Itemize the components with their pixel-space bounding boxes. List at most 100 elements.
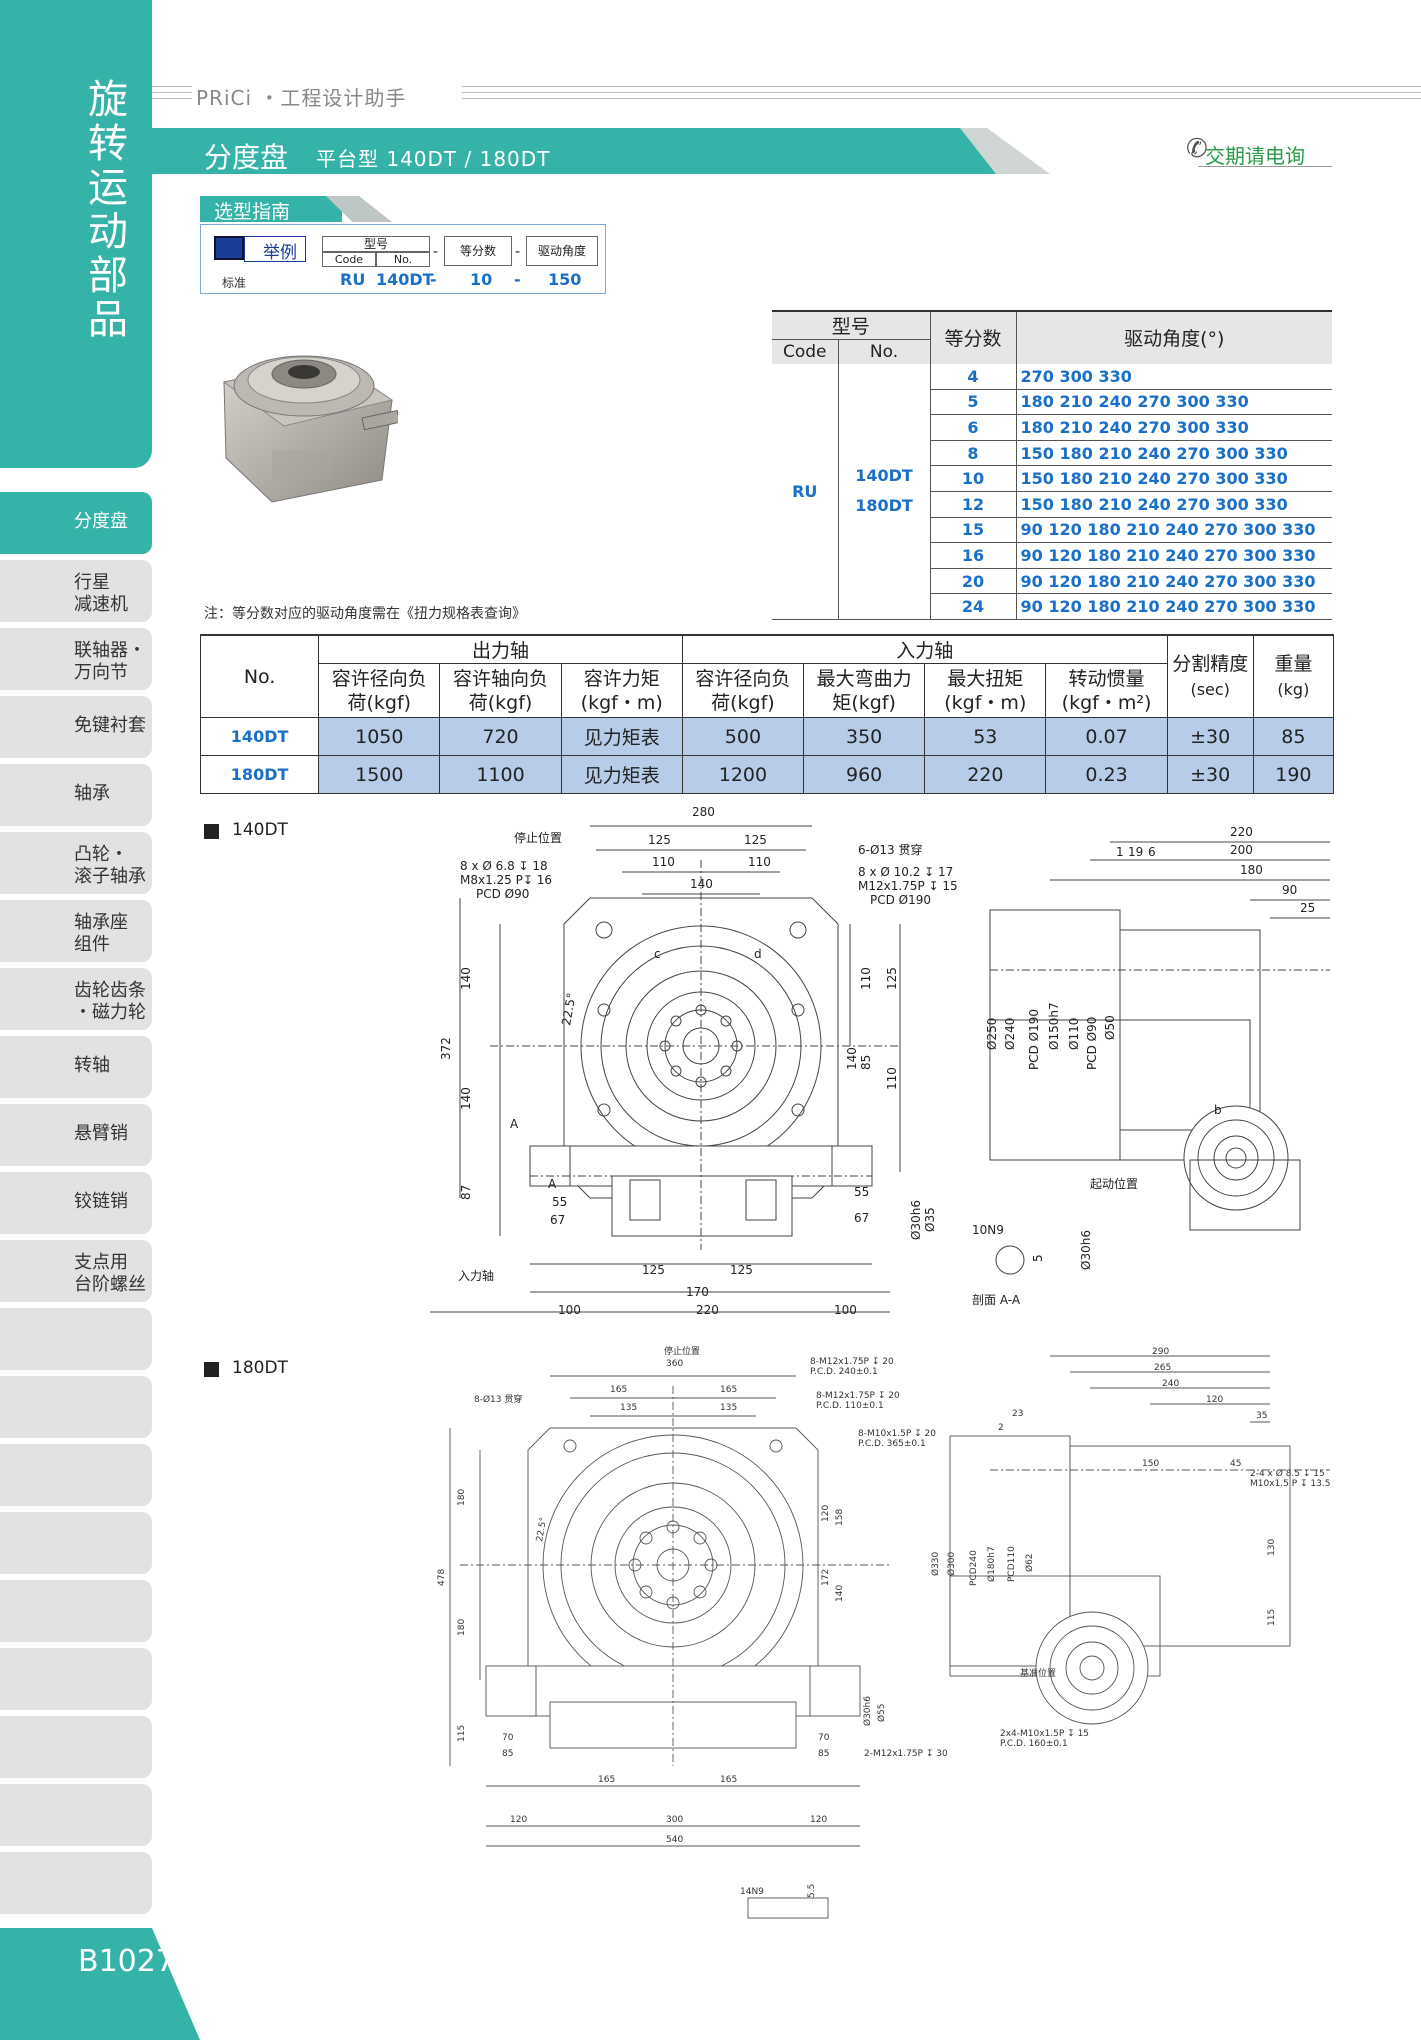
drawing-note: 2-M12x1.75P ↧ 30 — [864, 1749, 948, 1759]
phone-icon: ✆ — [1186, 134, 1208, 164]
dim-label: Ø330 — [930, 1551, 941, 1576]
sidebar-item-cantilever-pin[interactable]: 悬臂销 — [0, 1104, 152, 1166]
dim-label: 120 — [810, 1815, 827, 1825]
standard-label: 标准 — [222, 276, 247, 290]
spec-angles: 90 120 180 210 240 270 300 330 — [1016, 593, 1332, 620]
guide-angle-label: 驱动角度 — [526, 236, 598, 266]
sidebar-item-coupling[interactable]: 联轴器・ 万向节 — [0, 628, 152, 690]
perf-header-input: 入力轴 — [681, 634, 1168, 664]
spec-models-cell: 140DT 180DT — [838, 363, 931, 620]
dim-label: 170 — [686, 1285, 709, 1299]
perf-col-header: 转动惯量(kgf・m²) — [1045, 663, 1168, 718]
dim-label: 14N9 — [740, 1887, 764, 1897]
perf-cell: 1100 — [439, 755, 562, 794]
drawing-note: P.C.D. 365±0.1 — [858, 1439, 926, 1449]
selection-guide-tab: 选型指南 — [200, 196, 342, 223]
dim-label: 140 — [459, 967, 473, 990]
sidebar-item-empty — [0, 1716, 152, 1778]
sidebar-item-empty — [0, 1444, 152, 1506]
dim-label: 87 — [459, 1185, 473, 1200]
dim-label: 67 — [854, 1211, 869, 1225]
dim-label: 165 — [720, 1775, 737, 1785]
perf-cell: 0.07 — [1045, 717, 1168, 756]
page-number: B1027 — [78, 1944, 175, 1979]
title-char: 旋 — [88, 77, 128, 123]
sidebar-item-shoulder-screw[interactable]: 支点用 台阶螺丝 — [0, 1240, 152, 1302]
dim-label: 280 — [692, 805, 715, 819]
spec-div: 5 — [930, 389, 1017, 416]
drawing-note: c — [654, 947, 661, 961]
spec-angles: 150 180 210 240 270 300 330 — [1016, 465, 1332, 492]
sidebar-item-label: 凸轮・ — [74, 844, 128, 865]
header-rule — [462, 98, 1421, 99]
delivery-note: 交期请电询 — [1205, 144, 1305, 168]
dim-label: 45 — [1230, 1459, 1241, 1469]
title-char: 品 — [88, 297, 128, 343]
sidebar-item-label: 联轴器・ — [74, 640, 146, 661]
perf-cell: 见力矩表 — [560, 755, 683, 794]
dim-label: 180 — [457, 1619, 467, 1636]
drawing-note: 停止位置 — [514, 830, 562, 845]
perf-cell: 220 — [924, 755, 1047, 794]
sidebar-item-cam-follower[interactable]: 凸轮・ 滚子轴承 — [0, 832, 152, 894]
side-view-180dt — [949, 1355, 1330, 1725]
sidebar-item-hinge-pin[interactable]: 铰链销 — [0, 1172, 152, 1234]
perf-col-unit: 荷(kgf) — [468, 691, 533, 714]
sidebar-item-bearing-housing[interactable]: 轴承座 组件 — [0, 900, 152, 962]
drawing-note: M10x1.5 P ↧ 13.5 — [1250, 1479, 1330, 1489]
dim-label: Ø62 — [1024, 1553, 1035, 1572]
spec-angles: 180 210 240 270 300 330 — [1016, 414, 1332, 441]
dim-label: 5.5 — [807, 1884, 817, 1898]
dim-label: Ø300 — [946, 1551, 957, 1576]
spec-angles: 150 180 210 240 270 300 330 — [1016, 440, 1332, 467]
spec-angles: 270 300 330 — [1016, 363, 1332, 390]
perf-col-header: 容许径向负荷(kgf) — [318, 663, 441, 718]
dim-label: 120 — [821, 1505, 831, 1522]
dim-label: 85 — [818, 1749, 829, 1759]
header-rule — [152, 92, 192, 93]
sidebar-item-label: ・磁力轮 — [74, 1002, 146, 1023]
sidebar-item-label: 万向节 — [74, 662, 128, 683]
page-title: 分度盘 — [204, 141, 289, 174]
sidebar-item-empty — [0, 1852, 152, 1914]
perf-col-unit: 荷(kgf) — [347, 691, 412, 714]
perf-cell: 960 — [803, 755, 926, 794]
dim-label: 67 — [550, 1213, 565, 1227]
drawing-note: 6-Ø13 贯穿 — [858, 842, 923, 857]
sidebar-item-planetary-reducer[interactable]: 行星 减速机 — [0, 560, 152, 622]
perf-header-output: 出力轴 — [318, 634, 683, 664]
dim-label: 265 — [1154, 1363, 1171, 1373]
perf-col-unit: 荷(kgf) — [711, 691, 775, 714]
sidebar-category-banner — [0, 0, 152, 468]
dim-label: 1 — [1116, 845, 1124, 859]
perf-cell: 1050 — [318, 717, 441, 756]
sidebar-item-label: 转轴 — [74, 1055, 110, 1076]
sidebar-item-gear-rack[interactable]: 齿轮齿条 ・磁力轮 — [0, 968, 152, 1030]
perf-cell: 500 — [681, 717, 805, 756]
drawing-note: 8 x Ø 10.2 ↧ 17 — [858, 865, 953, 879]
dim-label: 6 — [1148, 845, 1156, 859]
drawing-note: 8-M10x1.5P ↧ 20 — [858, 1429, 936, 1439]
title-char: 运 — [88, 165, 128, 211]
perf-row-no: 180DT — [199, 755, 320, 794]
sidebar-item-indexer[interactable]: 分度盘 — [0, 492, 152, 554]
spec-div: 24 — [930, 593, 1017, 620]
spec-header-divisions: 等分数 — [930, 311, 1017, 364]
dim-label: 540 — [666, 1835, 683, 1845]
dim-label: 165 — [598, 1775, 615, 1785]
perf-cell: 见力矩表 — [560, 717, 683, 756]
sidebar-item-shaft[interactable]: 转轴 — [0, 1036, 152, 1098]
guide-code-label: Code — [322, 252, 376, 267]
spec-div: 4 — [930, 363, 1017, 390]
sidebar-item-empty — [0, 1308, 152, 1370]
drawing-note: A — [548, 1177, 557, 1191]
dim-label: 85 — [502, 1749, 513, 1759]
sidebar-item-bearing[interactable]: 轴承 — [0, 764, 152, 826]
page-subtitle: 平台型 140DT / 180DT — [316, 147, 551, 171]
sidebar-item-keyless-bushing[interactable]: 免键衬套 — [0, 696, 152, 758]
dim-label: 125 — [642, 1263, 665, 1277]
dim-label: Ø180h7 — [986, 1546, 997, 1582]
product-photo — [222, 355, 398, 503]
perf-cell: ±30 — [1166, 717, 1254, 756]
section-marker-icon — [204, 824, 219, 839]
